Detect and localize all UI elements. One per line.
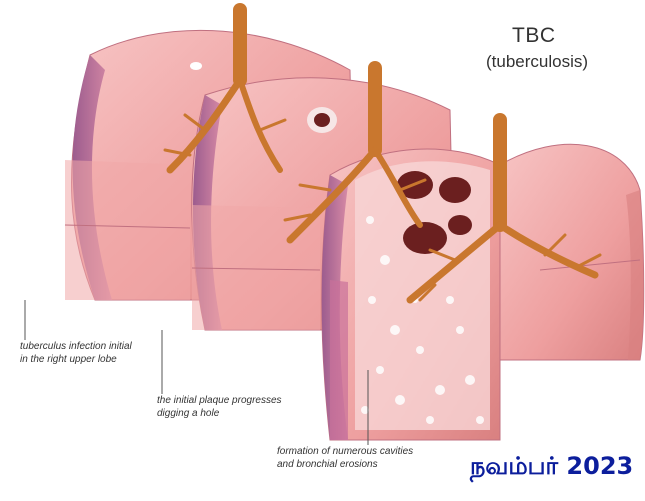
diagram-subtitle: (tuberculosis) bbox=[486, 52, 588, 72]
label-stage-3: formation of numerous cavities and bronc… bbox=[277, 445, 497, 471]
footer-date: நவம்பர் 2023 bbox=[470, 452, 633, 483]
lung-stage-3-right bbox=[500, 144, 644, 360]
diagram-title: TBC bbox=[512, 24, 556, 48]
infection-spot bbox=[190, 62, 202, 70]
hole-icon bbox=[314, 113, 330, 127]
label-stage-2: the initial plaque progresses digging a … bbox=[157, 394, 357, 420]
label-stage-1: tuberculus infection initial in the righ… bbox=[20, 340, 220, 366]
